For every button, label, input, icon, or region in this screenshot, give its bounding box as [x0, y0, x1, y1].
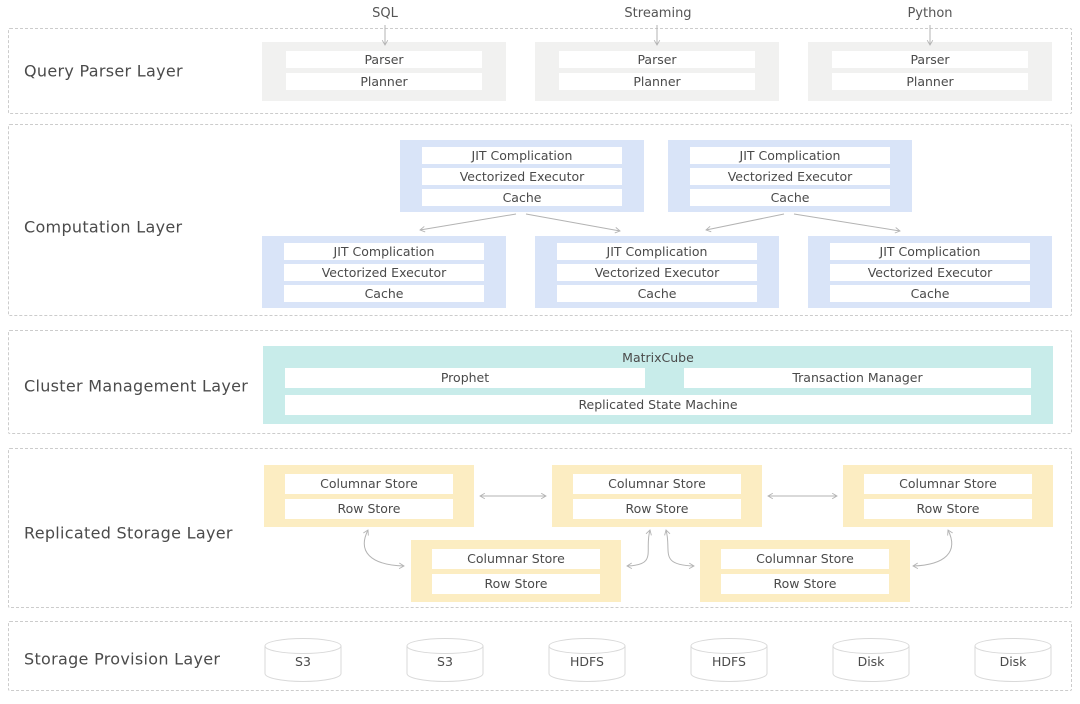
input-label-sql: SQL [372, 6, 398, 21]
jit-row: JIT Complication [557, 243, 757, 260]
cylinder-icon [832, 638, 910, 682]
cylinder-label: S3 [295, 654, 311, 669]
compute-node-top-2: JIT Complication Vectorized Executor Cac… [668, 140, 912, 212]
columnar-store-row: Columnar Store [573, 474, 741, 494]
compute-node-bottom-2: JIT Complication Vectorized Executor Cac… [535, 236, 779, 308]
cylinder-icon [548, 638, 626, 682]
provision-cylinder-disk-2: Disk [974, 637, 1052, 683]
storage-node-5: Columnar Store Row Store [700, 540, 910, 602]
jit-row: JIT Complication [284, 243, 484, 260]
planner-row: Planner [559, 73, 755, 90]
parser-row: Parser [832, 51, 1028, 68]
vectorized-row: Vectorized Executor [422, 168, 622, 185]
vectorized-row: Vectorized Executor [557, 264, 757, 281]
input-label-streaming: Streaming [624, 6, 692, 21]
row-store-row: Row Store [864, 499, 1032, 519]
cylinder-label: Disk [857, 654, 885, 669]
columnar-store-row: Columnar Store [432, 549, 600, 569]
cache-row: Cache [284, 285, 484, 302]
storage-node-2: Columnar Store Row Store [552, 465, 762, 527]
vectorized-row: Vectorized Executor [830, 264, 1030, 281]
cache-row: Cache [690, 189, 890, 206]
compute-node-bottom-3: JIT Complication Vectorized Executor Cac… [808, 236, 1052, 308]
row-store-row: Row Store [285, 499, 453, 519]
cache-row: Cache [422, 189, 622, 206]
planner-row: Planner [286, 73, 482, 90]
cylinder-icon [974, 638, 1052, 682]
columnar-store-row: Columnar Store [864, 474, 1032, 494]
storage-node-4: Columnar Store Row Store [411, 540, 621, 602]
input-label-python: Python [907, 6, 953, 21]
columnar-store-row: Columnar Store [285, 474, 453, 494]
cylinder-icon [406, 638, 484, 682]
layer-label-replicated-storage: Replicated Storage Layer [24, 523, 233, 543]
cylinder-label: Disk [999, 654, 1027, 669]
cylinder-label: S3 [437, 654, 453, 669]
columnar-store-row: Columnar Store [721, 549, 889, 569]
cylinder-label: HDFS [570, 654, 604, 669]
parser-node-streaming: Parser Planner [535, 42, 779, 101]
parser-row: Parser [559, 51, 755, 68]
transaction-manager-box: Transaction Manager [684, 368, 1031, 388]
vectorized-row: Vectorized Executor [690, 168, 890, 185]
jit-row: JIT Complication [690, 147, 890, 164]
prophet-box: Prophet [285, 368, 645, 388]
layer-label-cluster-management: Cluster Management Layer [24, 376, 249, 396]
provision-cylinder-s3-2: S3 [406, 637, 484, 683]
layer-label-storage-provision: Storage Provision Layer [24, 649, 221, 669]
matrixcube-body: Prophet Transaction Manager Replicated S… [263, 368, 1053, 415]
replicated-state-machine-box: Replicated State Machine [285, 395, 1031, 415]
provision-cylinder-hdfs-2: HDFS [690, 637, 768, 683]
matrixcube-title: MatrixCube [622, 350, 694, 365]
provision-cylinder-hdfs-1: HDFS [548, 637, 626, 683]
matrixcube-node: MatrixCube Prophet Transaction Manager R… [263, 346, 1053, 424]
cylinder-icon [264, 638, 342, 682]
vectorized-row: Vectorized Executor [284, 264, 484, 281]
jit-row: JIT Complication [830, 243, 1030, 260]
provision-cylinder-s3-1: S3 [264, 637, 342, 683]
layer-label-query-parser: Query Parser Layer [24, 61, 183, 81]
jit-row: JIT Complication [422, 147, 622, 164]
storage-node-1: Columnar Store Row Store [264, 465, 474, 527]
compute-node-bottom-1: JIT Complication Vectorized Executor Cac… [262, 236, 506, 308]
cylinder-icon [690, 638, 768, 682]
row-store-row: Row Store [573, 499, 741, 519]
planner-row: Planner [832, 73, 1028, 90]
cylinder-label: HDFS [712, 654, 746, 669]
row-store-row: Row Store [721, 574, 889, 594]
cache-row: Cache [557, 285, 757, 302]
storage-node-3: Columnar Store Row Store [843, 465, 1053, 527]
provision-cylinder-disk-1: Disk [832, 637, 910, 683]
layer-label-computation: Computation Layer [24, 217, 183, 237]
compute-node-top-1: JIT Complication Vectorized Executor Cac… [400, 140, 644, 212]
row-store-row: Row Store [432, 574, 600, 594]
parser-row: Parser [286, 51, 482, 68]
parser-node-python: Parser Planner [808, 42, 1052, 101]
parser-node-sql: Parser Planner [262, 42, 506, 101]
cache-row: Cache [830, 285, 1030, 302]
